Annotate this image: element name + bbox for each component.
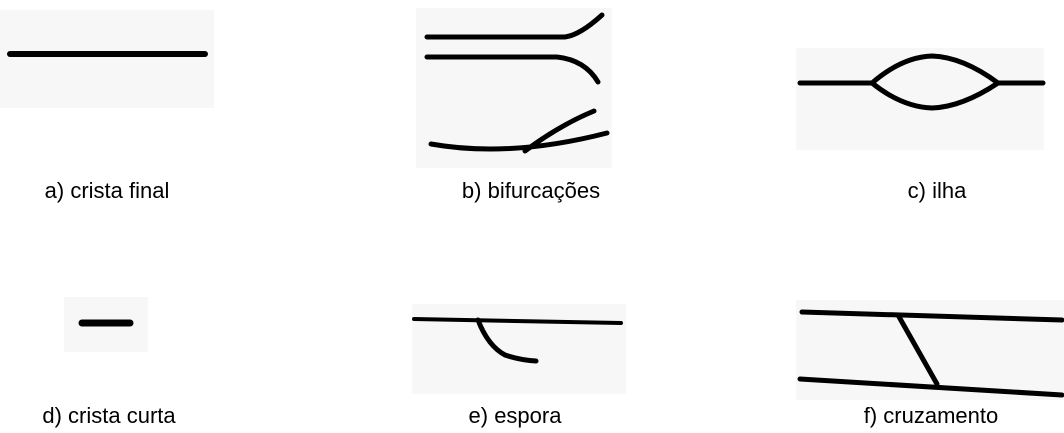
short-ridge-label: d) crista curta (42, 403, 176, 428)
island-background (796, 48, 1044, 150)
ridge-ending-background (0, 10, 214, 108)
spur-main-line (412, 317, 623, 325)
crossing-label: f) cruzamento (863, 403, 999, 428)
crossing-top-line (799, 309, 1064, 323)
spur-branch (475, 317, 539, 364)
bifurcation-lower-branch (522, 108, 597, 154)
bifurcations-label: b) bifurcações (461, 178, 601, 203)
bifurcation-top-line (424, 12, 605, 40)
bifurcation-lower-curve (428, 130, 610, 152)
island-label: c) ilha (907, 178, 967, 203)
bifurcation-second-line (424, 54, 601, 85)
crossing-connector (895, 312, 940, 387)
ridge-ending-label: a) crista final (44, 178, 170, 203)
spur-label: e) espora (468, 403, 562, 428)
crossing-bottom-line (797, 376, 1064, 398)
